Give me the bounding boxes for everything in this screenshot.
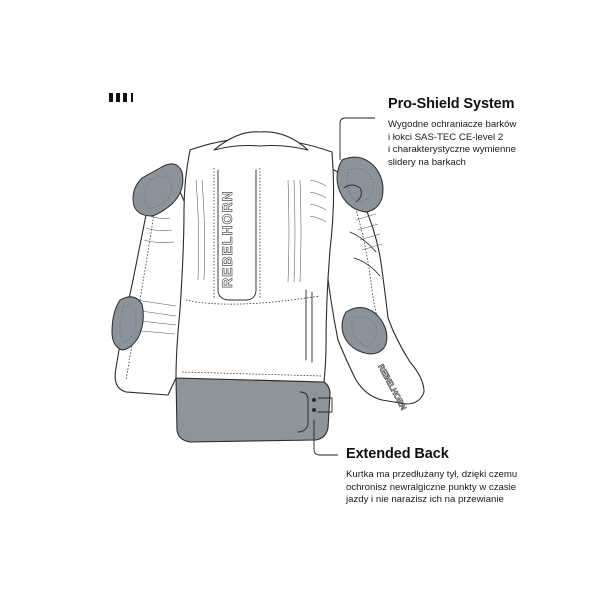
feature-title: Pro-Shield System <box>388 96 515 112</box>
extended-back-panel <box>175 377 331 443</box>
extended-back-leader-line <box>313 420 338 456</box>
right-elbow-armor <box>341 307 388 355</box>
feature-title: Extended Back <box>346 446 449 462</box>
feature-extended-back: Extended Back Kurtka ma przedłużany tył,… <box>346 445 561 507</box>
jacket-back <box>175 138 335 383</box>
feature-pro-shield: Pro-Shield System Wygodne ochraniacze ba… <box>388 95 588 169</box>
right-shoulder-armor <box>336 156 384 213</box>
left-elbow-armor <box>111 296 144 351</box>
back-brand-text: REBELHORN <box>219 190 235 288</box>
feature-description: Wygodne ochraniacze barków i łokci SAS-T… <box>388 119 517 168</box>
feature-description: Kurtka ma przedłużany tył, dzięki czemu … <box>346 469 518 506</box>
brand-logo-icon <box>109 93 133 102</box>
pro-shield-leader-line <box>339 117 375 160</box>
